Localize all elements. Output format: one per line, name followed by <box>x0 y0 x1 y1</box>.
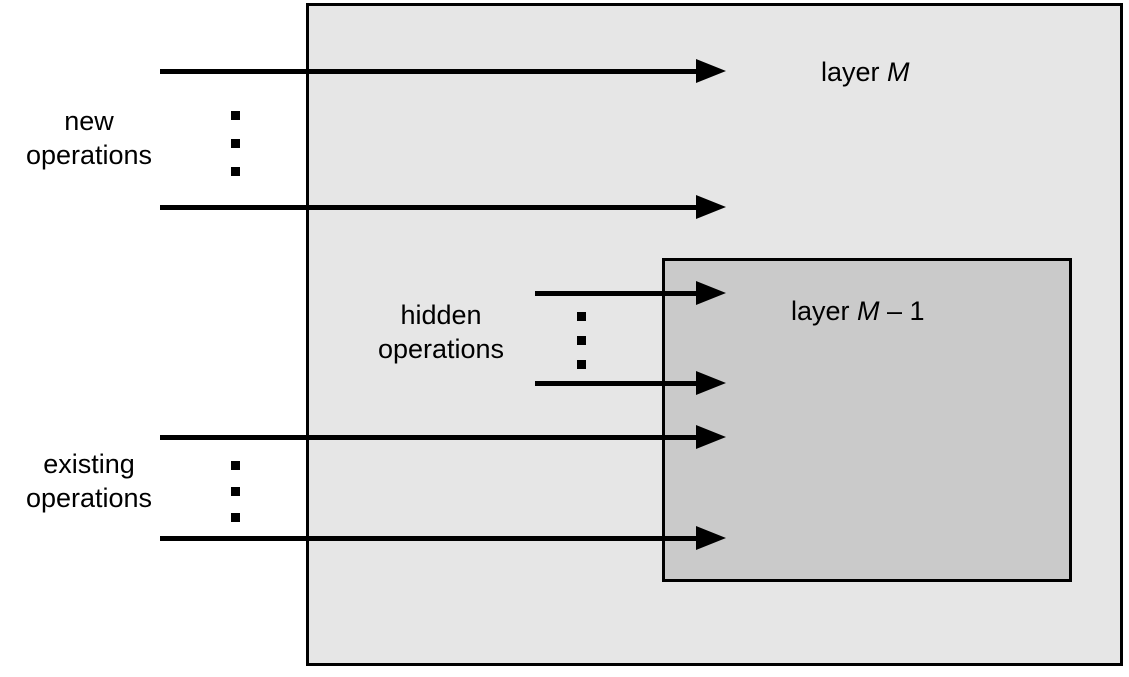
existing-operations-ellipsis-icon <box>231 461 240 539</box>
new-operation-arrow-top <box>160 59 726 83</box>
existing-operation-arrow-bottom <box>160 526 726 550</box>
arrow-shaft <box>160 205 696 210</box>
layer-m-minus-1-label: layer M – 1 <box>791 298 925 325</box>
ellipsis-dot <box>231 111 240 120</box>
arrow-head-icon <box>696 371 726 395</box>
layer-m-label-symbol: M <box>887 57 910 87</box>
ellipsis-dot <box>231 461 240 470</box>
layer-m-label: layer M <box>821 59 910 86</box>
ellipsis-dot <box>231 139 240 148</box>
hidden-operation-arrow-top <box>535 281 726 305</box>
hidden-operations-label: hidden operations <box>356 298 526 367</box>
new-operations-ellipsis-icon <box>231 111 240 195</box>
ellipsis-dot <box>577 312 586 321</box>
layer-m-minus-1-label-symbol: M <box>857 296 880 326</box>
existing-operations-label: existing operations <box>0 447 178 516</box>
ellipsis-dot <box>231 513 240 522</box>
arrow-shaft <box>160 69 696 74</box>
arrow-shaft <box>160 435 696 440</box>
hidden-operations-label-line1: hidden <box>400 300 482 330</box>
arrow-shaft <box>160 536 696 541</box>
layer-m-minus-1-label-prefix: layer <box>791 296 858 326</box>
layer-m-minus-1-label-suffix: – 1 <box>879 296 925 326</box>
layer-m-label-prefix: layer <box>821 57 888 87</box>
arrow-head-icon <box>696 281 726 305</box>
arrow-head-icon <box>696 425 726 449</box>
ellipsis-dot <box>577 336 586 345</box>
layer-m-minus-1-box: layer M – 1 <box>662 258 1072 582</box>
new-operation-arrow-bottom <box>160 195 726 219</box>
hidden-operations-label-line2: operations <box>377 334 505 365</box>
ellipsis-dot <box>231 167 240 176</box>
hidden-operation-arrow-bottom <box>535 371 726 395</box>
arrow-head-icon <box>696 59 726 83</box>
layer-m-box: layer M layer M – 1 <box>306 3 1123 666</box>
ellipsis-dot <box>231 487 240 496</box>
existing-operations-label-line1: existing <box>43 449 135 479</box>
existing-operations-label-line2: operations <box>25 483 153 514</box>
new-operations-label-line2: operations <box>25 140 153 171</box>
arrow-shaft <box>535 381 696 386</box>
hidden-operations-ellipsis-icon <box>577 312 586 384</box>
new-operations-label: new operations <box>0 104 178 173</box>
existing-operation-arrow-top <box>160 425 726 449</box>
new-operations-label-line1: new <box>64 106 114 136</box>
arrow-shaft <box>535 291 696 296</box>
arrow-head-icon <box>696 526 726 550</box>
ellipsis-dot <box>577 360 586 369</box>
arrow-head-icon <box>696 195 726 219</box>
